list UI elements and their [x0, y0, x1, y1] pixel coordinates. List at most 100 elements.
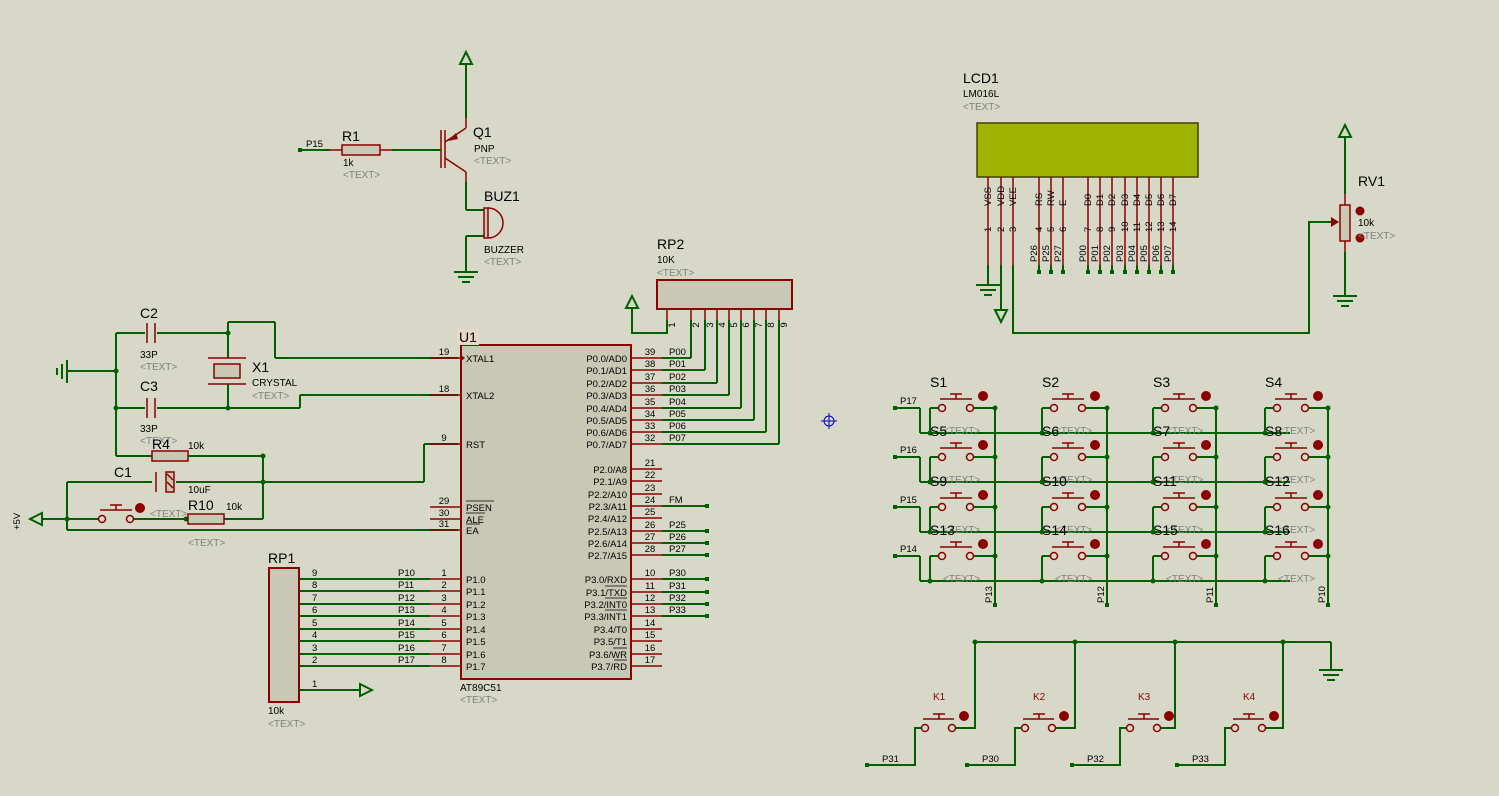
- r4-body[interactable]: [151, 450, 189, 462]
- rp1-body[interactable]: [268, 567, 300, 703]
- c2-value: 33P: [140, 350, 158, 361]
- switch-button-icon[interactable]: [135, 503, 145, 513]
- keypad-row-label: P17: [900, 396, 917, 407]
- switch-contact: [1077, 452, 1087, 462]
- switch-contact: [1300, 452, 1310, 462]
- switch-button-icon[interactable]: [1090, 490, 1100, 500]
- keypad-switch[interactable]: S10<TEXT>: [1032, 473, 1110, 536]
- keypad-switch[interactable]: S4<TEXT>: [1255, 374, 1331, 437]
- u1-body[interactable]: [460, 344, 632, 680]
- switch-button-icon[interactable]: [1313, 490, 1323, 500]
- switch-text: <TEXT>: [943, 426, 980, 437]
- keypad-switch[interactable]: S12<TEXT>: [1255, 473, 1331, 536]
- keypad-switch[interactable]: S2<TEXT>: [1032, 374, 1110, 437]
- net-label: P27: [669, 544, 686, 555]
- c2-ref: C2: [140, 305, 158, 321]
- switch-button-icon[interactable]: [978, 539, 988, 549]
- keypad-switch[interactable]: S1<TEXT>: [920, 374, 998, 437]
- net-label: P31: [669, 581, 686, 592]
- keypad-switch[interactable]: S6<TEXT>: [1032, 423, 1110, 486]
- junction: [1104, 553, 1110, 559]
- lcd-pin-number: 8: [1095, 227, 1106, 232]
- keypad-switch[interactable]: S3<TEXT>: [1143, 374, 1219, 437]
- keypad-switch[interactable]: S5<TEXT>: [920, 423, 998, 486]
- lcd-net-label: P27: [1053, 245, 1064, 262]
- switch-ref: S16: [1265, 522, 1290, 538]
- switch-button-icon[interactable]: [1164, 711, 1174, 721]
- u1-pin-number: 32: [645, 433, 656, 444]
- u1-pin-number: 26: [645, 520, 656, 531]
- rv1-adjust-down-icon[interactable]: [1355, 233, 1365, 243]
- rp1-pin-number: 4: [312, 630, 317, 641]
- switch-button-icon[interactable]: [1201, 490, 1211, 500]
- lcd-pin-number: 9: [1107, 227, 1118, 232]
- keypad-switch[interactable]: S16 <TEXT>: [1255, 522, 1331, 585]
- switch-button-icon[interactable]: [978, 440, 988, 450]
- switch-button-icon[interactable]: [1313, 440, 1323, 450]
- switch-contact: [937, 452, 947, 462]
- rp1-pin-number: 3: [312, 643, 317, 654]
- switch-button-icon[interactable]: [1201, 391, 1211, 401]
- rv1-adjust-up-icon[interactable]: [1355, 206, 1365, 216]
- u1-pin-number: 25: [645, 507, 656, 518]
- lcd-net-label: P02: [1102, 245, 1113, 262]
- switch-button-icon[interactable]: [1059, 711, 1069, 721]
- lcd-screen[interactable]: [976, 122, 1199, 178]
- net-label: P11: [398, 580, 414, 591]
- crystal-body[interactable]: [213, 363, 241, 379]
- rp2-pin-number: 3: [705, 322, 716, 327]
- switch-button-icon[interactable]: [1201, 440, 1211, 450]
- buzzer-body[interactable]: [483, 207, 489, 239]
- switch-text: <TEXT>: [943, 574, 980, 585]
- lcd-pin-name: D1: [1095, 194, 1106, 206]
- switch-button-icon[interactable]: [978, 490, 988, 500]
- junction: [1039, 529, 1045, 535]
- switch-button-icon[interactable]: [1269, 711, 1279, 721]
- keypad-switch[interactable]: S15<TEXT>: [1143, 522, 1219, 585]
- junction: [1150, 479, 1156, 485]
- key-net-label: P30: [982, 754, 999, 765]
- u1-pin-number: 37: [645, 372, 656, 383]
- switch-button-icon[interactable]: [959, 711, 969, 721]
- switch-contact: [965, 551, 975, 561]
- keypad-row-label: P15: [900, 495, 917, 506]
- net-label: FM: [669, 495, 683, 506]
- terminal: [1175, 763, 1179, 767]
- u1-pin-name: P2.5/A13: [588, 527, 627, 538]
- switch-button-icon[interactable]: [1201, 539, 1211, 549]
- switch-text: <TEXT>: [1278, 574, 1315, 585]
- keypad-switch[interactable]: S9<TEXT>: [920, 473, 998, 536]
- switch-button-icon[interactable]: [1090, 440, 1100, 450]
- power-terminal-icon: [624, 293, 640, 309]
- keypad-switch[interactable]: S14<TEXT>: [1032, 522, 1110, 585]
- x1-text: <TEXT>: [252, 391, 289, 402]
- net-label: P26: [669, 532, 686, 543]
- switch-contact: [1160, 403, 1170, 413]
- r1-body[interactable]: [341, 144, 381, 156]
- key-net-label: P32: [1087, 754, 1104, 765]
- lcd-pin-number: 12: [1144, 221, 1155, 232]
- switch-button-icon[interactable]: [1090, 391, 1100, 401]
- switch-button-icon[interactable]: [1090, 539, 1100, 549]
- keypad-switch[interactable]: S13<TEXT>: [920, 522, 998, 585]
- u1-pin-name: P2.2/A10: [588, 490, 627, 501]
- u1-pin-name: P2.0/A8: [593, 465, 627, 476]
- switch-contact: [1230, 723, 1240, 733]
- keypad-switch[interactable]: S11<TEXT>: [1143, 473, 1219, 536]
- switch-contact: [1272, 502, 1282, 512]
- r10-body[interactable]: [187, 513, 225, 525]
- junction: [1150, 430, 1156, 436]
- switch-button-icon[interactable]: [1313, 539, 1323, 549]
- keypad-switch[interactable]: S7<TEXT>: [1143, 423, 1219, 486]
- switch-button-icon[interactable]: [978, 391, 988, 401]
- rp2-body[interactable]: [656, 279, 793, 310]
- keypad-switch[interactable]: S8<TEXT>: [1255, 423, 1331, 486]
- rv1-body[interactable]: [1339, 204, 1351, 242]
- switch-button-icon[interactable]: [1313, 391, 1323, 401]
- buz1-text: <TEXT>: [484, 257, 521, 268]
